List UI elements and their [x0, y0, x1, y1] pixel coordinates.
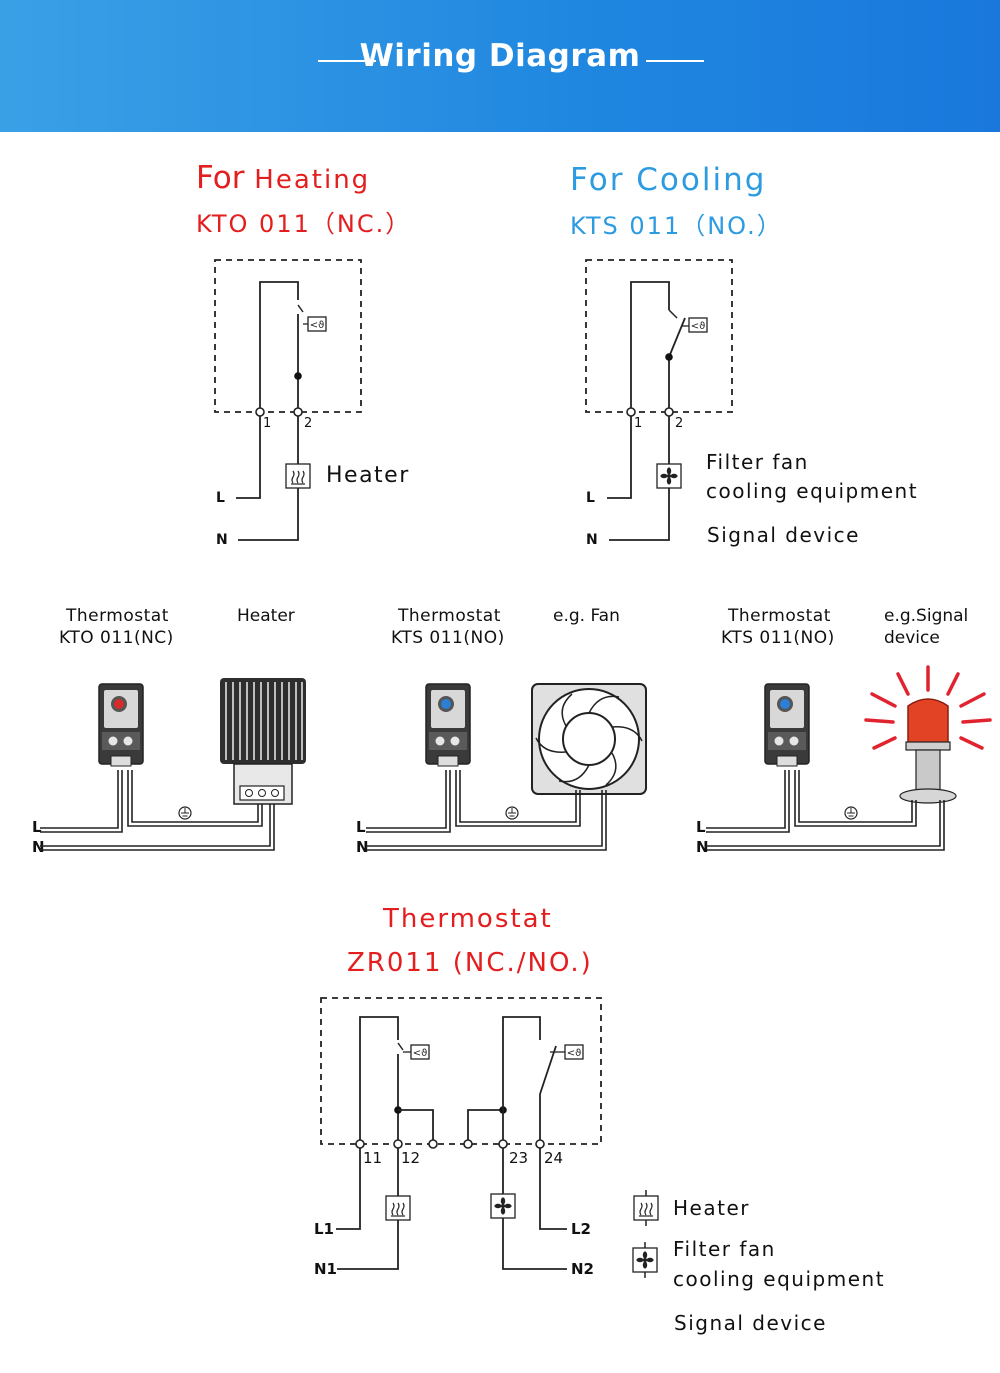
heating-title-for: For — [196, 160, 245, 196]
example-2-line-l: L — [356, 818, 366, 836]
cooling-model: KTS 011（NO.） — [570, 212, 783, 240]
combo-title-line2: ZR011 (NC./NO.) — [347, 948, 593, 978]
combo-line-l2: L2 — [571, 1220, 591, 1238]
example-1-illustration — [40, 678, 306, 851]
combo-right-temp-sensor-icon — [564, 1044, 584, 1060]
heating-line-l: L — [216, 490, 225, 506]
example-3-line-l: L — [696, 818, 706, 836]
combo-terminal-23: 23 — [509, 1149, 529, 1167]
combo-schematic — [320, 997, 602, 1270]
example-2-line-n: N — [356, 838, 369, 856]
example-1-line-l: L — [32, 818, 42, 836]
example-1-line-n: N — [32, 838, 45, 856]
page-title: Wiring Diagram — [359, 38, 641, 74]
example-3-device-label-1: e.g.Signal — [884, 606, 969, 626]
cooling-terminal-1: 1 — [634, 416, 643, 431]
example-3-thermostat-line2: KTS 011(NO) — [721, 628, 835, 648]
heating-temp-sensor-icon — [307, 316, 327, 332]
example-2-thermostat-line1: Thermostat — [398, 606, 501, 626]
example-2-fan-icon — [531, 683, 647, 795]
example-3-signal-lamp-icon — [864, 665, 992, 804]
example-1-device-label: Heater — [237, 606, 295, 626]
combo-left-temp-sensor-icon — [410, 1044, 430, 1060]
title-divider-left — [318, 60, 376, 62]
cooling-load-label-3: Signal device — [707, 523, 860, 547]
title-divider-right — [646, 60, 704, 62]
heating-title: For Heating — [196, 160, 370, 196]
combo-terminal-11: 11 — [363, 1149, 383, 1167]
legend-signal-label: Signal device — [674, 1311, 827, 1335]
legend-heater-icon — [633, 1195, 659, 1221]
combo-title-line1: Thermostat — [383, 904, 553, 934]
combo-line-l1: L1 — [314, 1220, 334, 1238]
heating-heater-icon — [285, 463, 311, 489]
combo-line-n2: N2 — [571, 1260, 594, 1278]
legend-fan-icon — [632, 1247, 658, 1273]
example-2-device-label: e.g. Fan — [553, 606, 620, 626]
cooling-schematic — [585, 259, 733, 541]
legend-fan-label-2: cooling equipment — [673, 1267, 886, 1291]
cooling-temp-sensor-icon — [688, 317, 708, 333]
example-1-thermostat-line1: Thermostat — [66, 606, 169, 626]
example-3-thermostat-icon — [764, 683, 810, 767]
heating-terminal-1: 1 — [263, 416, 272, 431]
legend-heater-label: Heater — [673, 1196, 750, 1220]
combo-heater-icon — [385, 1195, 411, 1221]
cooling-terminal-2: 2 — [675, 416, 684, 431]
cooling-line-l: L — [586, 490, 595, 506]
header-banner — [0, 0, 1000, 132]
cooling-load-label-1: Filter fan — [706, 450, 809, 474]
heating-load-label: Heater — [326, 463, 410, 488]
example-1-thermostat-icon — [98, 683, 144, 767]
example-1-heater-icon — [220, 678, 306, 805]
cooling-fan-icon — [656, 463, 682, 489]
combo-terminal-12: 12 — [401, 1149, 421, 1167]
example-3-line-n: N — [696, 838, 709, 856]
combo-fan-icon — [490, 1193, 516, 1219]
heating-terminal-2: 2 — [304, 416, 313, 431]
combo-legend — [632, 1190, 659, 1278]
example-2-thermostat-icon — [425, 683, 471, 767]
example-3-device-label-2: device — [884, 628, 940, 648]
example-2-illustration — [366, 683, 647, 851]
heating-title-word: Heating — [254, 165, 371, 195]
heating-model: KTO 011（NC.） — [196, 210, 412, 238]
example-3-illustration — [706, 665, 992, 851]
heating-line-n: N — [216, 532, 228, 548]
cooling-line-n: N — [586, 532, 598, 548]
cooling-title: For Cooling — [570, 162, 767, 198]
example-2-thermostat-line2: KTS 011(NO) — [391, 628, 505, 648]
cooling-load-label-2: cooling equipment — [706, 479, 919, 503]
example-1-thermostat-line2: KTO 011(NC) — [59, 628, 174, 648]
combo-line-n1: N1 — [314, 1260, 337, 1278]
legend-fan-label-1: Filter fan — [673, 1237, 776, 1261]
example-3-thermostat-line1: Thermostat — [728, 606, 831, 626]
heating-schematic — [214, 259, 362, 541]
combo-terminal-24: 24 — [544, 1149, 564, 1167]
